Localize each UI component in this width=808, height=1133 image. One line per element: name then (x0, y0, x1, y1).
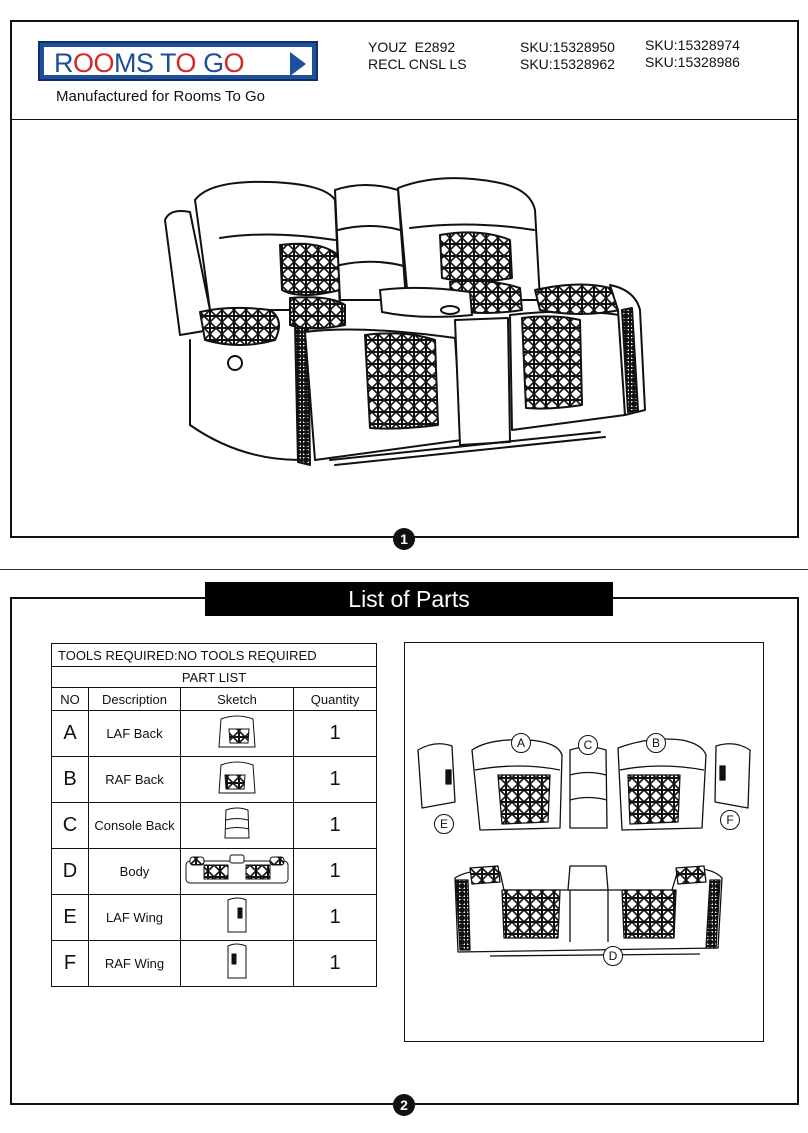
part-no: A (51, 710, 89, 757)
part-quantity: 1 (293, 848, 377, 895)
sku-column-2: SKU:15328974 SKU:15328986 (645, 37, 740, 71)
callout-label: D (608, 949, 618, 963)
loveseat-illustration (164, 177, 646, 466)
logo-wordmark: ROOMS TO GO (54, 48, 245, 78)
rooms-to-go-logo: ROOMS TO GO (38, 41, 318, 81)
callout-label: A (516, 736, 525, 750)
body-sketch (180, 848, 294, 895)
table-row: F RAF Wing 1 (51, 940, 377, 987)
sku-column-1: SKU:15328950 SKU:15328962 (520, 39, 615, 73)
sku-item: SKU:15328974 (645, 37, 740, 53)
table-row: C Console Back 1 (51, 802, 377, 849)
part-quantity: 1 (293, 710, 377, 757)
part-list-title: PART LIST (51, 666, 377, 688)
model-line-2: RECL CNSL LS (368, 56, 467, 72)
part-description: Console Back (88, 802, 181, 849)
part-no: F (51, 940, 89, 987)
laf-wing-sketch (180, 894, 294, 941)
col-header-description: Description (88, 687, 181, 711)
part-no: C (51, 802, 89, 849)
part-quantity: 1 (293, 940, 377, 987)
part-no: B (51, 756, 89, 803)
sku-item: SKU:15328986 (645, 54, 740, 70)
callout-label: B (651, 736, 660, 750)
part-quantity: 1 (293, 802, 377, 849)
part-description: Body (88, 848, 181, 895)
logo-arrow-icon (290, 52, 306, 76)
col-header-quantity: Quantity (293, 687, 377, 711)
part-description: LAF Wing (88, 894, 181, 941)
exploded-view-diagram (417, 738, 751, 957)
col-header-sketch: Sketch (180, 687, 294, 711)
part-no: D (51, 848, 89, 895)
callout-c: C (578, 735, 598, 755)
table-row: B RAF Back 1 (51, 756, 377, 803)
callout-label: F (726, 813, 734, 827)
step-marker-1: 1 (393, 528, 415, 550)
table-row: D Body 1 (51, 848, 377, 895)
col-header-no: NO (51, 687, 89, 711)
callout-a: A (511, 733, 531, 753)
callout-e: E (434, 814, 454, 834)
manufacturer-note: Manufactured for Rooms To Go (56, 88, 265, 105)
header-divider (11, 119, 798, 120)
parts-table: TOOLS REQUIRED:NO TOOLS REQUIRED PART LI… (51, 643, 377, 987)
raf-wing-sketch (180, 940, 294, 987)
model-info: YOUZ E2892 RECL CNSL LS (368, 39, 467, 73)
exploded-view-frame (404, 642, 764, 1042)
console-back-sketch (180, 802, 294, 849)
part-description: RAF Wing (88, 940, 181, 987)
list-of-parts-banner: List of Parts (205, 582, 613, 616)
part-quantity: 1 (293, 756, 377, 803)
step-marker-2: 2 (393, 1094, 415, 1116)
table-row: E LAF Wing 1 (51, 894, 377, 941)
callout-d: D (603, 946, 623, 966)
callout-label: C (583, 738, 593, 752)
tools-required: TOOLS REQUIRED:NO TOOLS REQUIRED (51, 643, 377, 667)
callout-f: F (720, 810, 740, 830)
part-no: E (51, 894, 89, 941)
raf-back-sketch (180, 756, 294, 803)
laf-back-sketch (180, 710, 294, 757)
model-line-1: YOUZ E2892 (368, 39, 456, 55)
sku-item: SKU:15328950 (520, 39, 615, 55)
page-separator (0, 569, 808, 570)
table-row: A LAF Back 1 (51, 710, 377, 757)
part-quantity: 1 (293, 894, 377, 941)
part-description: RAF Back (88, 756, 181, 803)
callout-b: B (646, 733, 666, 753)
part-description: LAF Back (88, 710, 181, 757)
sku-item: SKU:15328962 (520, 56, 615, 72)
callout-label: E (439, 817, 448, 831)
